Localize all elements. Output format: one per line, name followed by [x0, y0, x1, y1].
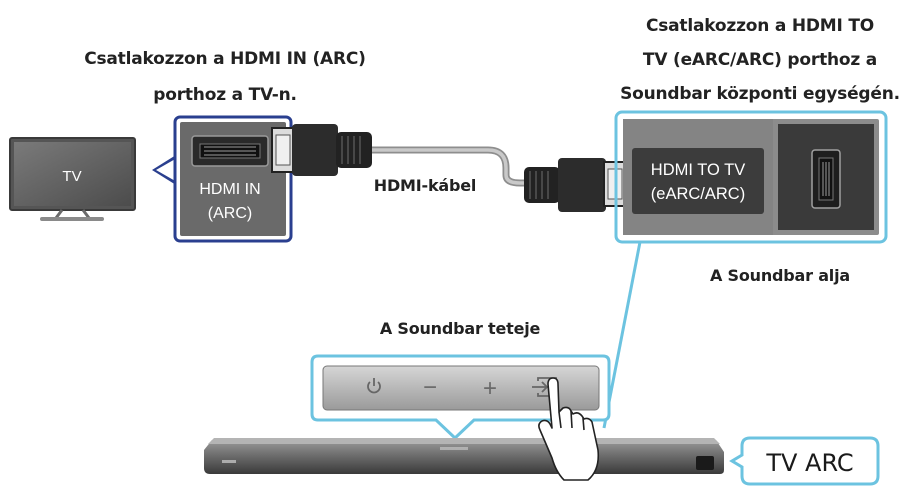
tv-port-label-line-2: (ARC) [208, 205, 252, 222]
tv-label: TV [62, 168, 81, 185]
volume-up-button[interactable]: + [483, 375, 497, 402]
soundbar-instruction-caption: Csatlakozzon a HDMI TO TV (eARC/ARC) por… [620, 12, 900, 108]
tv-arc-badge: TV ARC [729, 436, 880, 486]
tv-port-label-line-1: HDMI IN [199, 181, 260, 198]
cable-label: HDMI-kábel [373, 176, 477, 195]
left-hdmi-plug [271, 124, 372, 176]
soundbar-port-label-line-1: HDMI TO TV [651, 161, 745, 179]
soundbar-top-label: A Soundbar teteje [379, 319, 541, 338]
soundbar-instruction-line-3: Soundbar központi egységén. [620, 84, 900, 104]
soundbar-top-callout: − + [310, 354, 611, 441]
soundbar-body [204, 438, 724, 474]
right-hdmi-plug [524, 158, 627, 212]
tv-instruction-line-2: porthoz a TV-n. [153, 85, 297, 105]
power-icon [367, 381, 381, 394]
soundbar-port-label-line-2: (eARC/ARC) [651, 185, 745, 203]
soundbar-instruction-line-1: Csatlakozzon a HDMI TO [645, 16, 875, 36]
soundbar-instruction-line-2: TV (eARC/ARC) porthoz a [642, 50, 878, 70]
tv-icon: TV [9, 137, 136, 221]
tv-instruction-caption: Csatlakozzon a HDMI IN (ARC) porthoz a T… [60, 45, 390, 109]
soundbar-port-callout: HDMI TO TV (eARC/ARC) [614, 110, 888, 244]
hdmi-cable [370, 146, 560, 187]
volume-down-button[interactable]: − [423, 374, 437, 401]
power-button[interactable] [367, 378, 381, 394]
hand-icon [538, 377, 600, 481]
tv-hdmi-port-callout: HDMI IN (ARC) [152, 115, 293, 243]
soundbar-badge-slot [222, 460, 236, 463]
tv-instruction-line-1: Csatlakozzon a HDMI IN (ARC) [84, 49, 366, 69]
soundbar-bottom-label: A Soundbar alja [710, 266, 850, 285]
tv-arc-badge-label: TV ARC [765, 449, 853, 477]
